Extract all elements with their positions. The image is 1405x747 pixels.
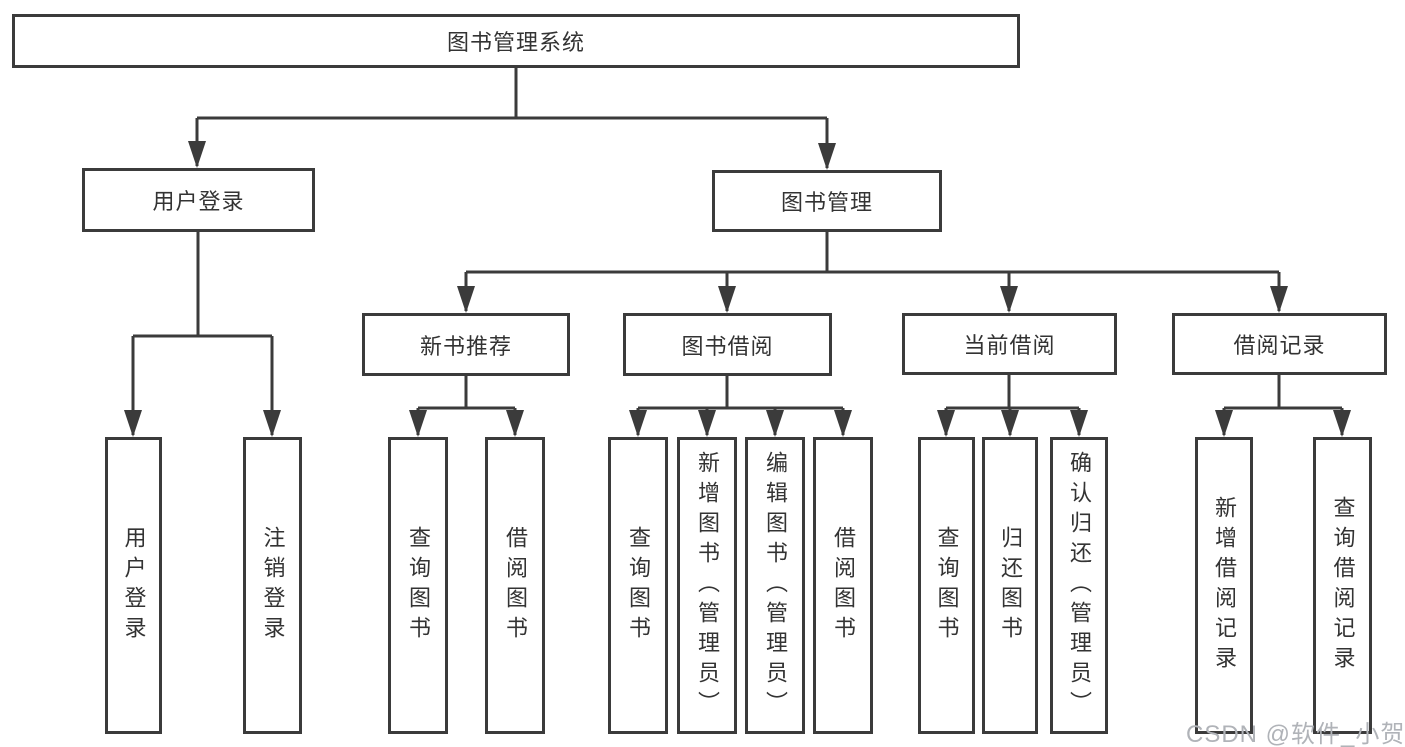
watermark: CSDN @软件_小贺同学 xyxy=(1186,721,1405,747)
leaf-user-login: 用户登录 xyxy=(105,437,162,734)
leaf-logout-login: 注销登录 xyxy=(243,437,302,734)
node-borrow-records: 借阅记录 xyxy=(1172,313,1387,375)
leaf-return-books: 归还图书 xyxy=(982,437,1038,734)
node-current-borrow: 当前借阅 xyxy=(902,313,1117,375)
leaf-borrow-books-borrow: 借阅图书 xyxy=(813,437,873,734)
leaf-add-books-admin: 新增图书（管理员） xyxy=(677,437,737,734)
leaf-add-borrow-record: 新增借阅记录 xyxy=(1195,437,1253,734)
leaf-confirm-return-admin: 确认归还（管理员） xyxy=(1050,437,1108,734)
leaf-edit-books-admin: 编辑图书（管理员） xyxy=(745,437,805,734)
node-book-management: 图书管理 xyxy=(712,170,942,232)
leaf-borrow-books-recommend: 借阅图书 xyxy=(485,437,545,734)
node-new-book-recommend: 新书推荐 xyxy=(362,313,570,376)
leaf-query-books-current: 查询图书 xyxy=(918,437,975,734)
leaf-query-books-borrow: 查询图书 xyxy=(608,437,668,734)
node-user-login: 用户登录 xyxy=(82,168,315,232)
leaf-query-books-recommend: 查询图书 xyxy=(388,437,448,734)
node-library-system: 图书管理系统 xyxy=(12,14,1020,68)
node-book-borrow: 图书借阅 xyxy=(623,313,832,376)
leaf-query-borrow-record: 查询借阅记录 xyxy=(1313,437,1372,734)
